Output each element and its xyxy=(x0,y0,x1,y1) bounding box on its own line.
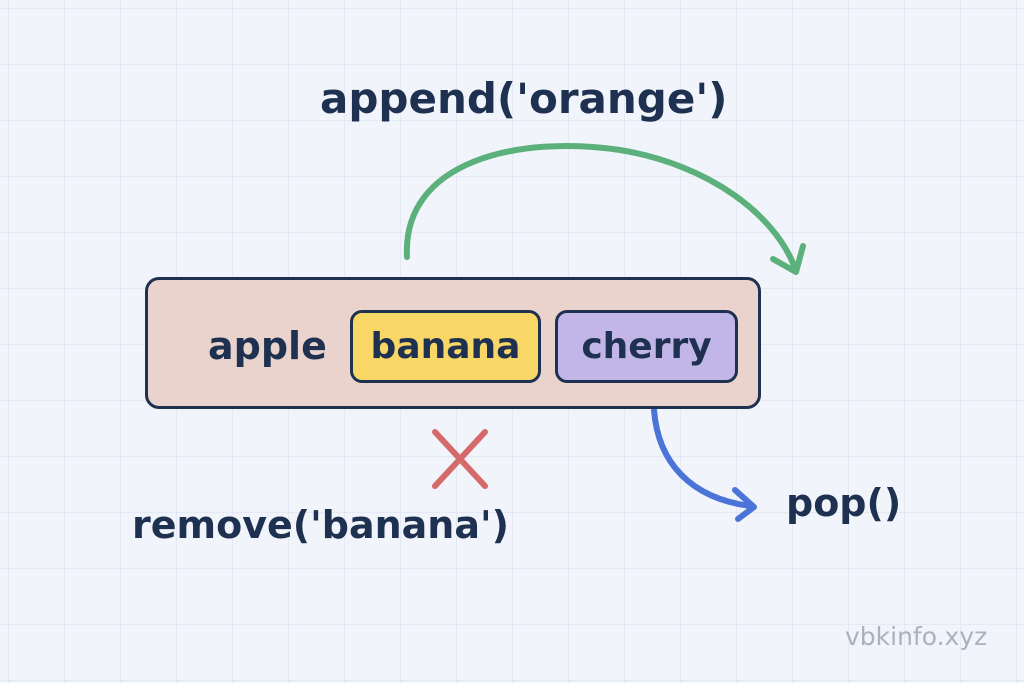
list-item-cherry: cherry xyxy=(555,310,738,383)
append-operation-label: append('orange') xyxy=(320,74,728,123)
watermark: vbkinfo.xyz xyxy=(845,622,988,651)
pop-operation-label: pop() xyxy=(786,481,902,525)
list-item-apple: apple xyxy=(208,324,327,368)
append-arrow-icon xyxy=(403,142,806,275)
pop-arrow-icon xyxy=(651,407,757,522)
list-item-banana: banana xyxy=(350,310,541,383)
cross-icon xyxy=(432,429,488,489)
list-container: apple banana cherry xyxy=(145,277,761,409)
remove-operation-label: remove('banana') xyxy=(132,503,509,547)
